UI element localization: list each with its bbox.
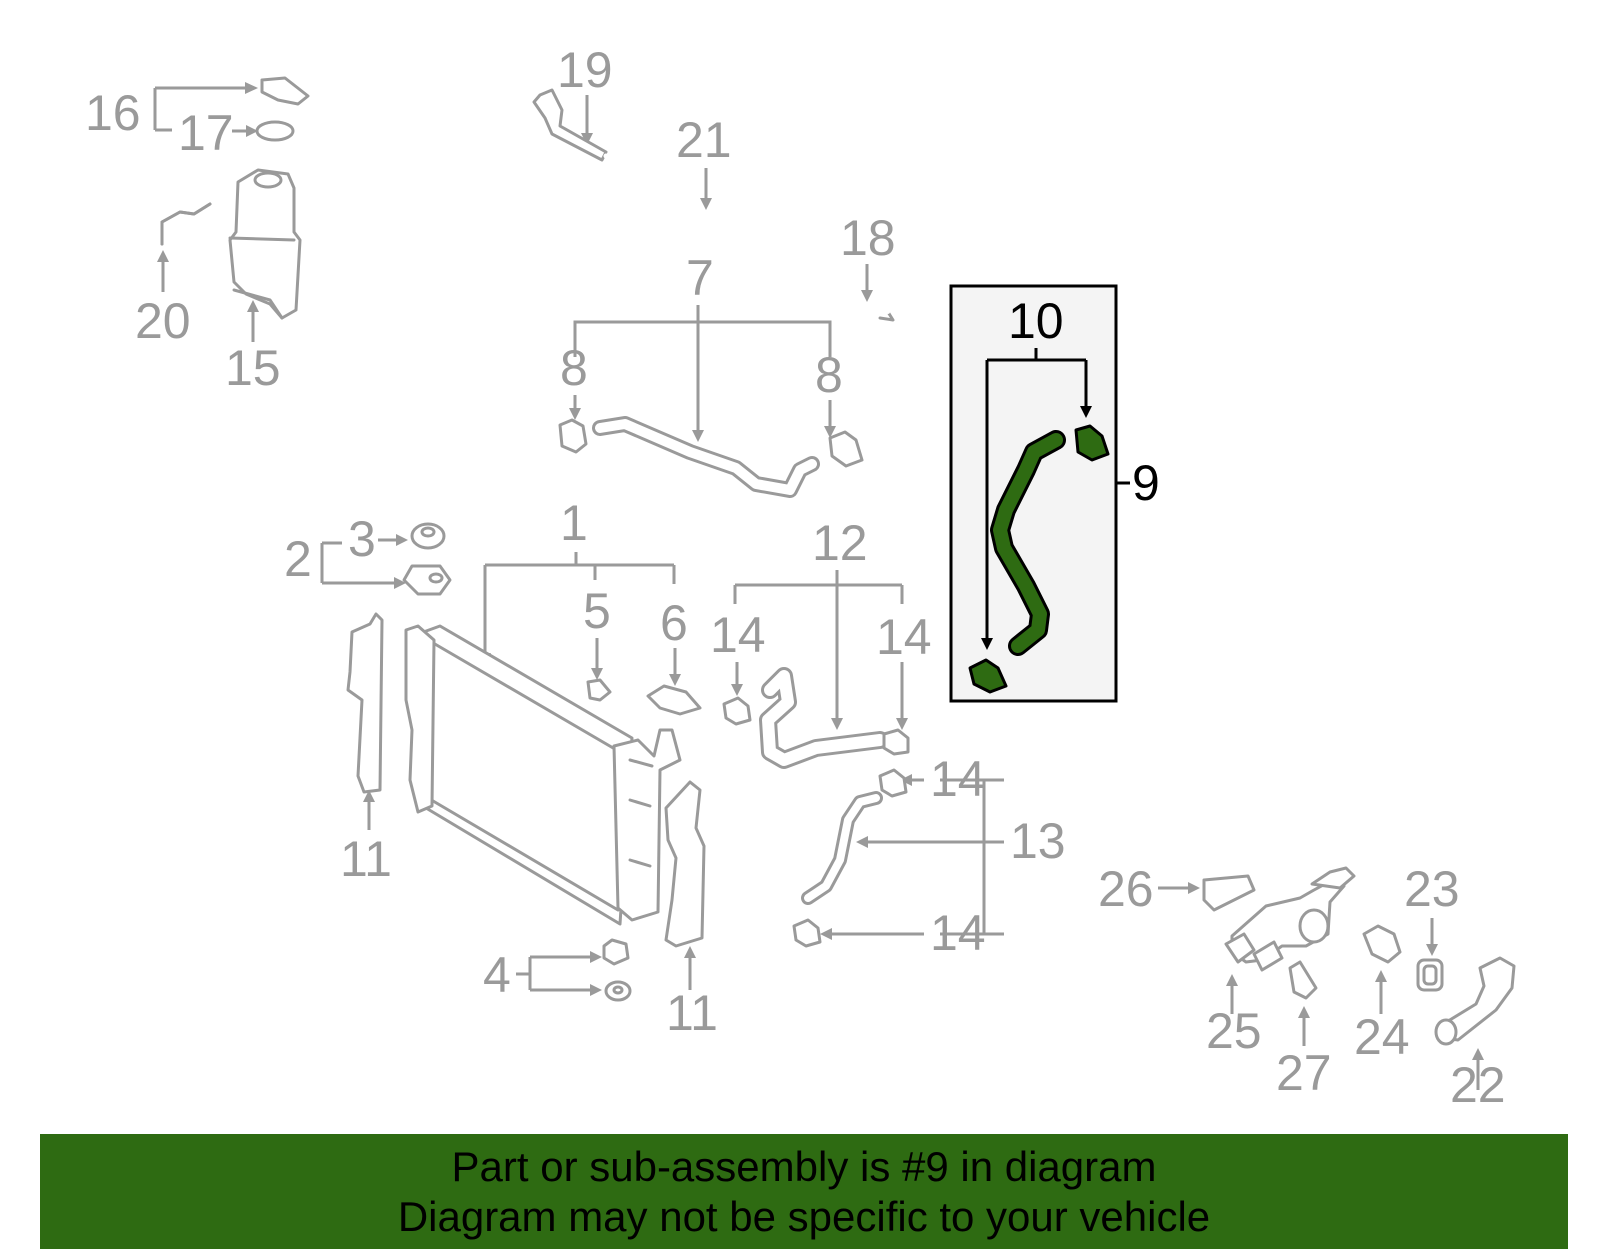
reservoir-group: 16 17 20 15 [85,76,310,396]
reservoir-hose-icon [160,202,212,246]
callout-4[interactable]: 4 [483,947,511,1003]
callout-17[interactable]: 17 [178,105,234,161]
thermostat-housing-icon [1230,876,1346,964]
radiator-hose-9-icon[interactable] [993,433,1063,653]
thermostat-group: 26 25 27 24 23 22 [1098,861,1516,1113]
callout-26[interactable]: 26 [1098,861,1154,917]
hose-clamp-icon [878,768,908,798]
banner-line-2: Diagram may not be specific to your vehi… [397,1193,1211,1240]
hose-clamp-icon [828,430,864,468]
callout-18[interactable]: 18 [840,210,896,266]
hose-clamp-icon [722,696,752,726]
upper-hose-group: 7 8 8 [558,250,864,498]
callout-21[interactable]: 21 [676,112,732,168]
thermostat-icon [1362,924,1402,964]
radiator-hose-7-icon [595,419,817,495]
callout-13[interactable]: 13 [1010,813,1066,869]
callout-22[interactable]: 22 [1450,1057,1506,1113]
callout-7[interactable]: 7 [686,250,714,306]
callout-2[interactable]: 2 [284,531,312,587]
callout-25[interactable]: 25 [1206,1003,1262,1059]
callout-23[interactable]: 23 [1404,861,1460,917]
callout-12[interactable]: 12 [812,515,868,571]
bracket-icon [532,88,608,162]
callout-5[interactable]: 5 [583,583,611,639]
temperature-sensor-icon [1288,960,1318,1000]
air-guide-right-icon [664,780,706,948]
callout-16[interactable]: 16 [85,85,141,141]
callout-3[interactable]: 3 [348,511,376,567]
callout-19[interactable]: 19 [557,42,613,98]
lower-hose-group: 12 14 14 13 14 14 [710,515,1066,961]
highlight-part-9[interactable]: 10 9 [949,284,1160,703]
bracket-icon [646,684,702,716]
washer-icon [604,980,632,1002]
hose-clamp-icon [558,418,588,454]
drain-plug-icon [586,678,612,702]
callout-14[interactable]: 14 [710,607,766,663]
callout-15[interactable]: 15 [225,340,281,396]
callout-20[interactable]: 20 [135,293,191,349]
o-ring-gasket-icon [255,120,295,142]
gasket-icon [1202,874,1256,912]
hose-clamp-icon [792,918,822,948]
callout-9[interactable]: 9 [1132,455,1160,511]
radiator-group: 2 3 1 5 6 11 11 4 [284,495,718,1041]
air-guide-left-icon [346,612,384,794]
mount-bracket-icon [402,564,452,596]
hose-clamp-icon [882,728,910,756]
info-banner: Part or sub-assembly is #9 in diagram Di… [40,1134,1568,1249]
radiator-hose-13-icon [804,794,880,902]
callout-8[interactable]: 8 [560,340,588,396]
coolant-reservoir-icon [228,168,302,320]
radiator-support-rail-icon [603,153,837,293]
callout-14b[interactable]: 14 [876,609,932,665]
callout-14c[interactable]: 14 [930,751,986,807]
callout-10[interactable]: 10 [1008,293,1064,349]
callout-6[interactable]: 6 [660,595,688,651]
callout-11b[interactable]: 11 [666,985,718,1041]
callout-24[interactable]: 24 [1354,1009,1410,1065]
reservoir-cap-icon [260,76,310,106]
callout-1[interactable]: 1 [560,495,588,551]
radiator-hose-12-icon [762,670,886,766]
callout-8b[interactable]: 8 [815,347,843,403]
banner-line-1: Part or sub-assembly is #9 in diagram [451,1143,1157,1190]
hose-clamp-icon[interactable] [968,658,1008,694]
hose-clamp-icon[interactable] [1074,424,1110,462]
callout-27[interactable]: 27 [1276,1045,1332,1101]
callout-14d[interactable]: 14 [930,905,986,961]
rail-group: 19 21 18 [532,42,896,322]
insulator-icon [602,938,630,966]
callout-11[interactable]: 11 [340,831,392,887]
